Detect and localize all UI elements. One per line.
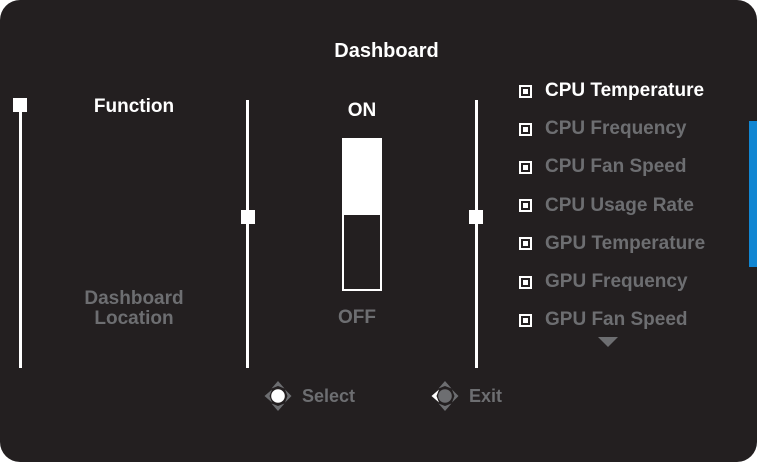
sensor-item-label: GPU Fan Speed (545, 309, 688, 331)
nav-indicator-line-1 (19, 100, 22, 368)
checked-box-icon[interactable] (519, 122, 532, 136)
sensor-item-cpu-temperature[interactable]: CPU Temperature (519, 72, 705, 110)
sensor-item-label: GPU Temperature (545, 232, 706, 254)
nav-indicator-marker-1 (13, 98, 27, 112)
page-title: Dashboard (334, 40, 439, 62)
menu-item-function[interactable]: Function (93, 96, 175, 117)
checked-box-icon[interactable] (519, 275, 532, 289)
nav-indicator-line-2 (246, 100, 249, 368)
sensor-item-label: GPU Frequency (545, 271, 688, 293)
checkbox-check-mark (523, 88, 528, 94)
exit-hint-label: Exit (469, 385, 503, 406)
nav-indicator-marker-3 (469, 210, 483, 224)
exit-hint[interactable]: Exit (430, 380, 502, 412)
sensor-item-cpu-fan-speed[interactable]: CPU Fan Speed (519, 148, 705, 186)
select-hint[interactable]: Select (263, 380, 355, 412)
sensor-item-gpu-temperature[interactable]: GPU Temperature (519, 225, 705, 263)
nav-indicator-line-3 (475, 100, 478, 368)
sensor-item-cpu-frequency[interactable]: CPU Frequency (519, 110, 705, 148)
sensor-item-label: CPU Frequency (545, 118, 687, 140)
checked-box-icon[interactable] (519, 84, 532, 98)
sensor-item-label: CPU Temperature (545, 80, 705, 102)
checked-box-icon[interactable] (519, 313, 532, 327)
toggle-off-label: OFF (338, 307, 376, 328)
checked-box-icon[interactable] (519, 237, 532, 251)
function-toggle-slider[interactable] (342, 138, 382, 291)
sensor-item-gpu-frequency[interactable]: GPU Frequency (519, 263, 705, 301)
toggle-fill-on (344, 140, 380, 215)
sensor-item-label: CPU Fan Speed (545, 156, 687, 178)
sensor-item-gpu-fan-speed[interactable]: GPU Fan Speed (519, 301, 705, 339)
checkbox-check-mark (523, 317, 528, 323)
checkbox-check-mark (523, 126, 528, 132)
joystick-left-icon (431, 381, 459, 411)
checked-box-icon[interactable] (519, 199, 532, 213)
toggle-on-label: ON (347, 100, 377, 121)
joystick-press-icon (264, 381, 292, 411)
checked-box-icon[interactable] (519, 160, 532, 174)
chevron-down-icon[interactable] (598, 337, 618, 347)
scrollbar-indicator[interactable] (749, 121, 757, 267)
checkbox-check-mark (523, 279, 528, 285)
nav-indicator-marker-2 (241, 210, 255, 224)
sensor-list: CPU Temperature CPU Frequency CPU Fan Sp… (519, 72, 705, 339)
menu-item-dashboard-location[interactable]: Dashboard Location (84, 288, 184, 329)
checkbox-check-mark (523, 241, 528, 247)
select-hint-label: Select (302, 385, 356, 406)
sensor-item-cpu-usage-rate[interactable]: CPU Usage Rate (519, 187, 705, 225)
sensor-item-label: CPU Usage Rate (545, 194, 694, 216)
checkbox-check-mark (523, 203, 528, 209)
checkbox-check-mark (523, 164, 528, 170)
